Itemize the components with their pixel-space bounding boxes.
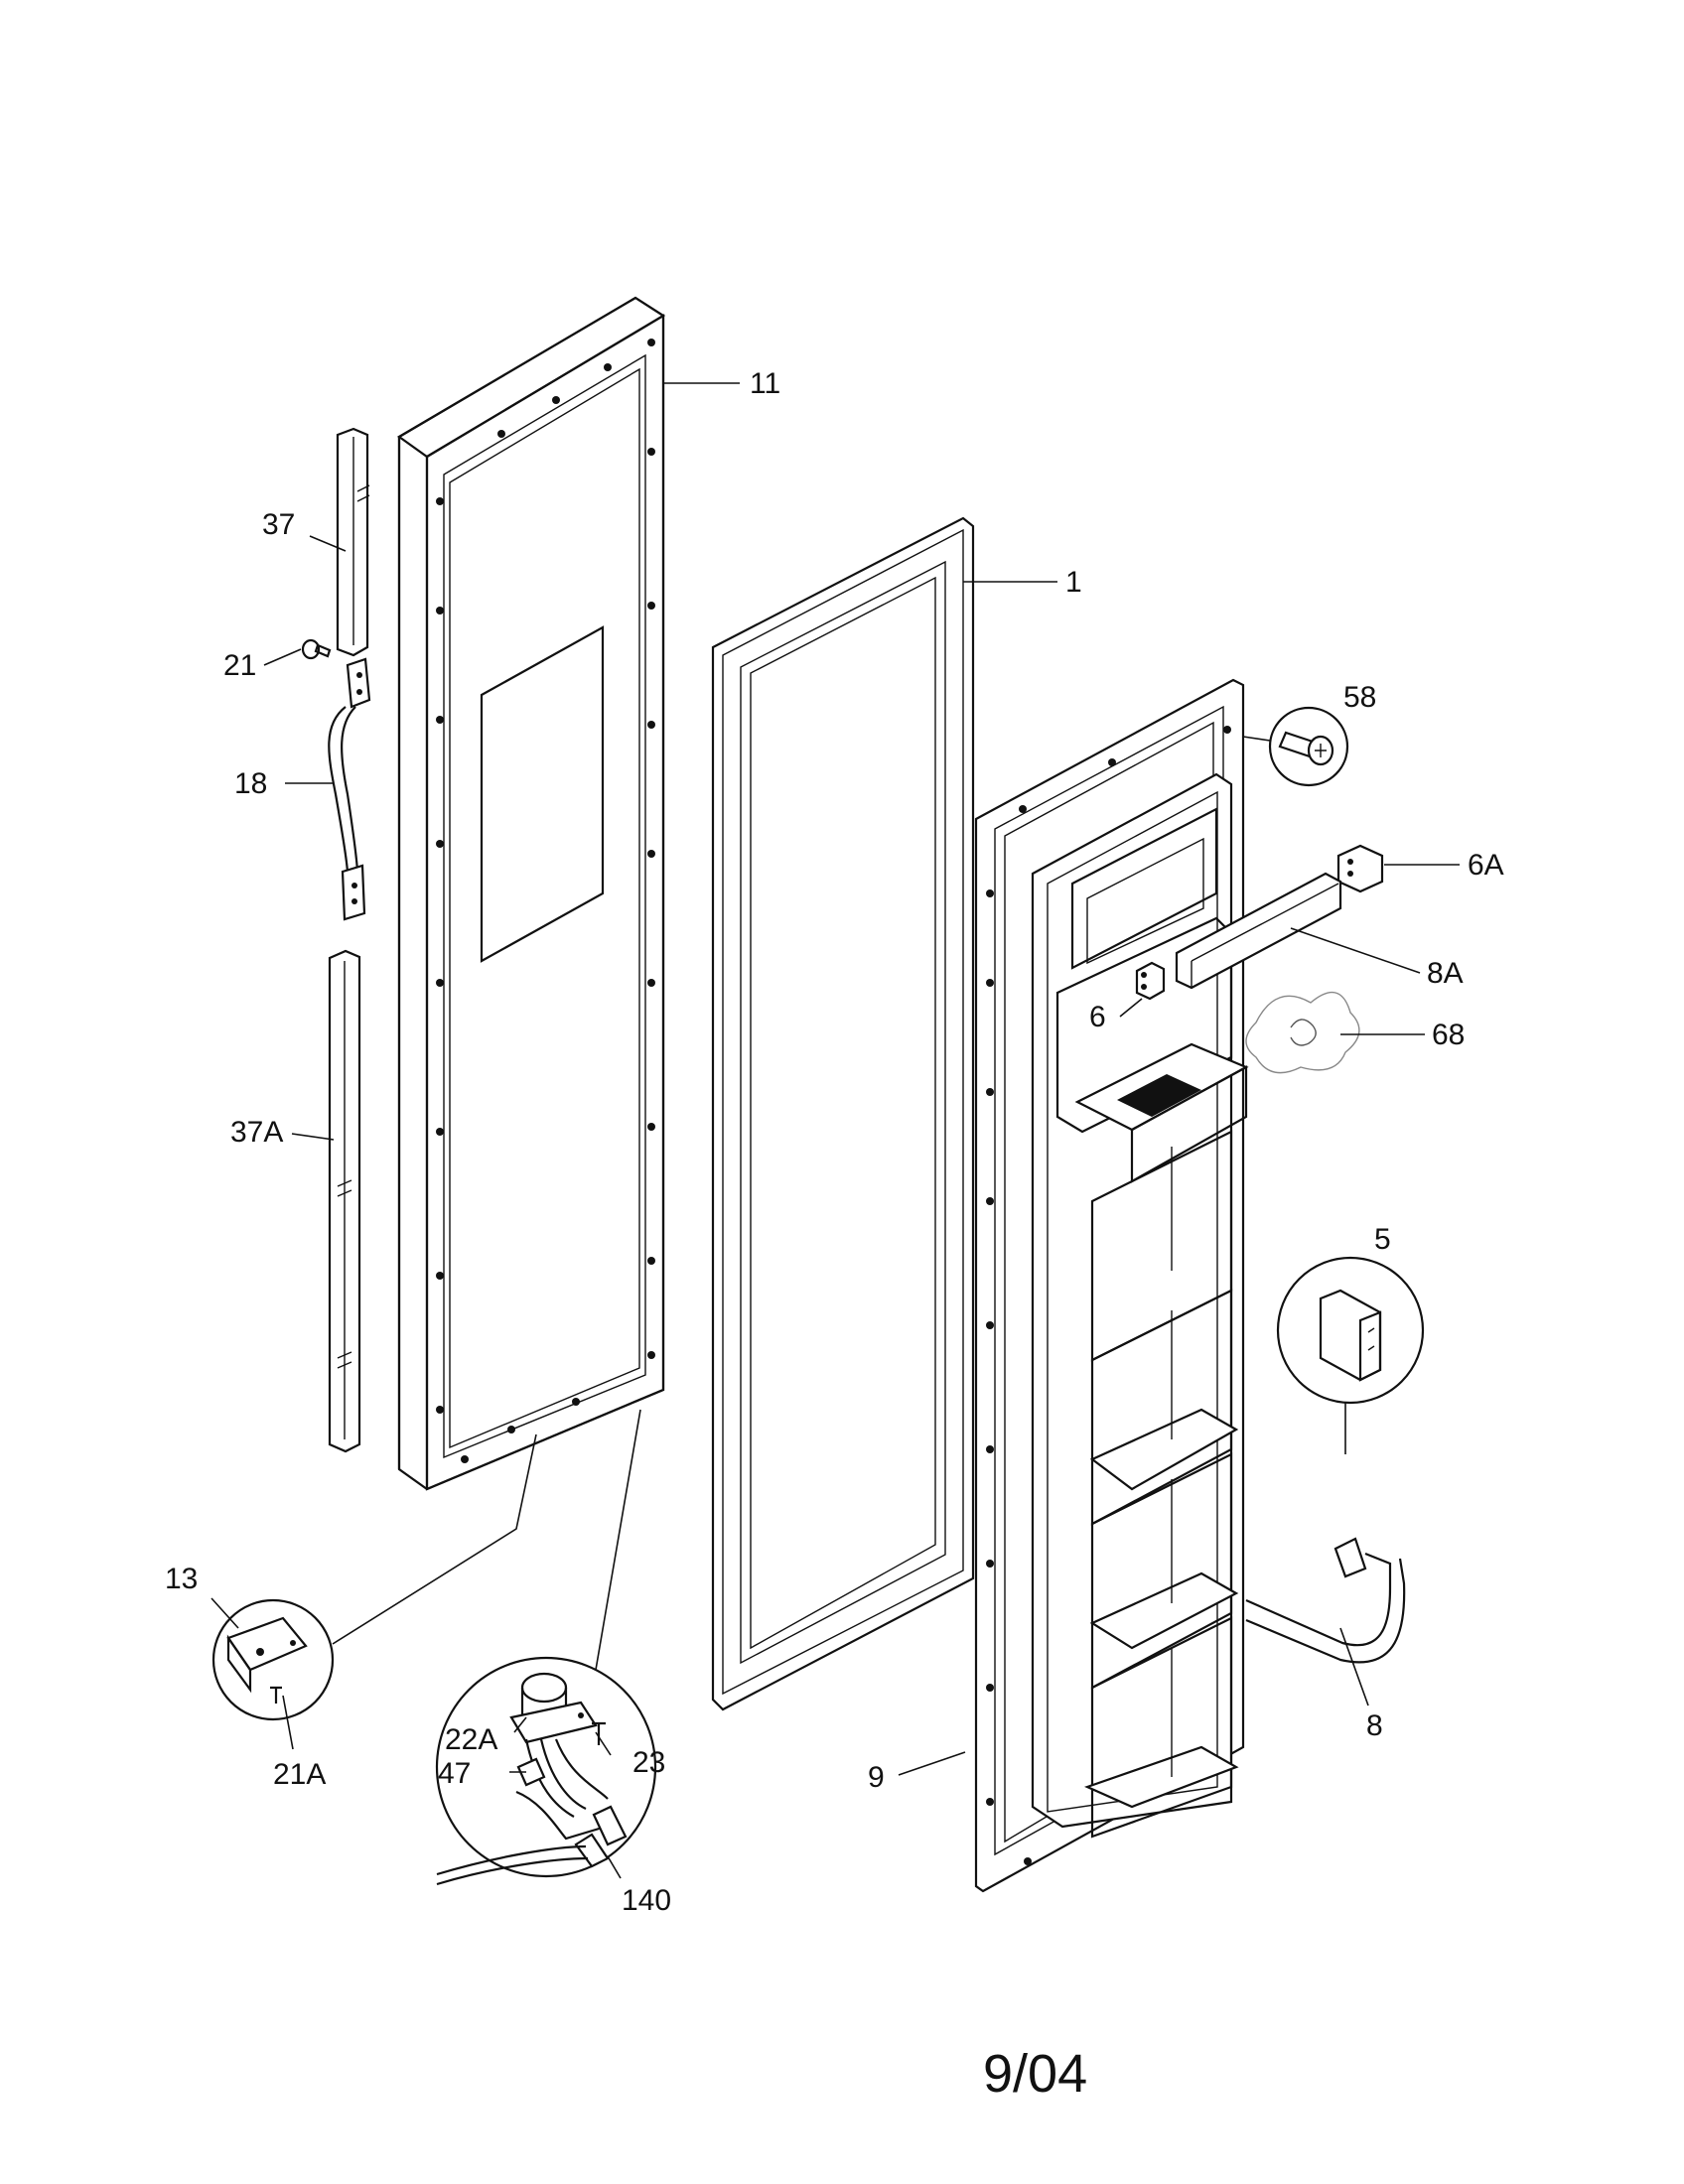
door-handle <box>328 657 371 921</box>
label-1: 1 <box>1065 566 1082 599</box>
label-18: 18 <box>234 767 267 800</box>
label-8: 8 <box>1366 1709 1383 1742</box>
screw-58-detail <box>1242 706 1349 787</box>
label-23: 23 <box>632 1746 665 1779</box>
cap-5-detail <box>1276 1256 1425 1454</box>
label-21a: 21A <box>273 1758 326 1791</box>
part-labels: 11 1 37 21 18 37A 58 6A 8A 6 68 5 8 9 13… <box>165 367 1504 1917</box>
label-9: 9 <box>868 1761 885 1794</box>
leader-lines <box>210 382 1460 1879</box>
strap-8 <box>1245 1537 1406 1664</box>
door-gasket <box>711 516 975 1711</box>
outer-door-panel <box>396 296 666 1491</box>
label-140: 140 <box>622 1884 671 1917</box>
door-trim-37a <box>328 949 361 1453</box>
label-47: 47 <box>438 1757 471 1790</box>
label-6a: 6A <box>1468 849 1504 882</box>
label-11: 11 <box>750 367 780 400</box>
shelf-bar-8a <box>1175 872 1342 990</box>
door-trim-37 <box>336 427 370 657</box>
insulation-68 <box>1245 991 1360 1074</box>
label-21: 21 <box>223 649 256 682</box>
label-6: 6 <box>1089 1001 1106 1033</box>
label-22a: 22A <box>445 1723 497 1756</box>
clip-6a <box>1336 844 1384 893</box>
label-13: 13 <box>165 1563 198 1595</box>
label-68: 68 <box>1432 1019 1465 1051</box>
label-37a: 37A <box>230 1116 283 1149</box>
label-37: 37 <box>262 508 295 541</box>
label-5: 5 <box>1374 1223 1391 1256</box>
handle-screw <box>301 638 332 660</box>
label-8a: 8A <box>1427 957 1464 990</box>
inner-door-liner <box>974 678 1249 1893</box>
light-assembly-detail <box>435 1409 657 1886</box>
footer-date: 9/04 <box>983 2044 1087 2104</box>
bracket-13-detail <box>211 1433 537 1721</box>
label-58: 58 <box>1343 681 1376 714</box>
clip-6 <box>1135 961 1166 1001</box>
